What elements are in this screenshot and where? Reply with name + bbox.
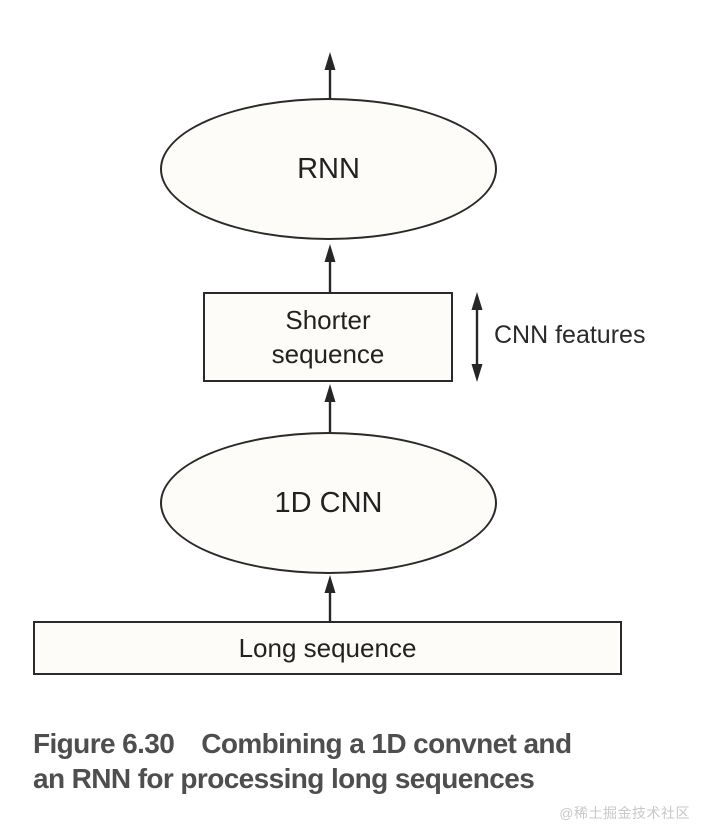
node-rnn: RNN [160,98,497,240]
cnn-features-label: CNN features [494,321,646,349]
node-long-sequence: Long sequence [33,621,622,675]
watermark-text: @稀土掘金技术社区 [559,805,690,821]
node-rnn-label: RNN [297,152,360,185]
figure-caption-title-part1: Combining a 1D convnet and [201,728,572,759]
figure-caption: Figure 6.30 Combining a 1D convnet and an… [33,726,673,796]
figure-caption-line2: an RNN for processing long sequences [33,763,535,794]
arrow-up-long-to-cnn-icon [324,575,336,621]
double-arrow-cnn-features-icon [471,292,483,382]
figure-caption-line1: Figure 6.30 Combining a 1D convnet and [33,726,673,761]
arrow-up-rnn-output-icon [324,52,336,101]
node-1d-cnn: 1D CNN [160,432,497,574]
figure-number: Figure 6.30 [33,728,175,759]
node-shorter-sequence: Shorter sequence [203,292,453,382]
node-shorter-sequence-label: Shorter sequence [271,305,385,369]
arrow-up-cnn-to-shorter-icon [324,384,336,432]
arrow-up-shorter-to-rnn-icon [324,244,336,292]
node-long-sequence-label: Long sequence [238,632,417,663]
node-1d-cnn-label: 1D CNN [274,486,383,519]
